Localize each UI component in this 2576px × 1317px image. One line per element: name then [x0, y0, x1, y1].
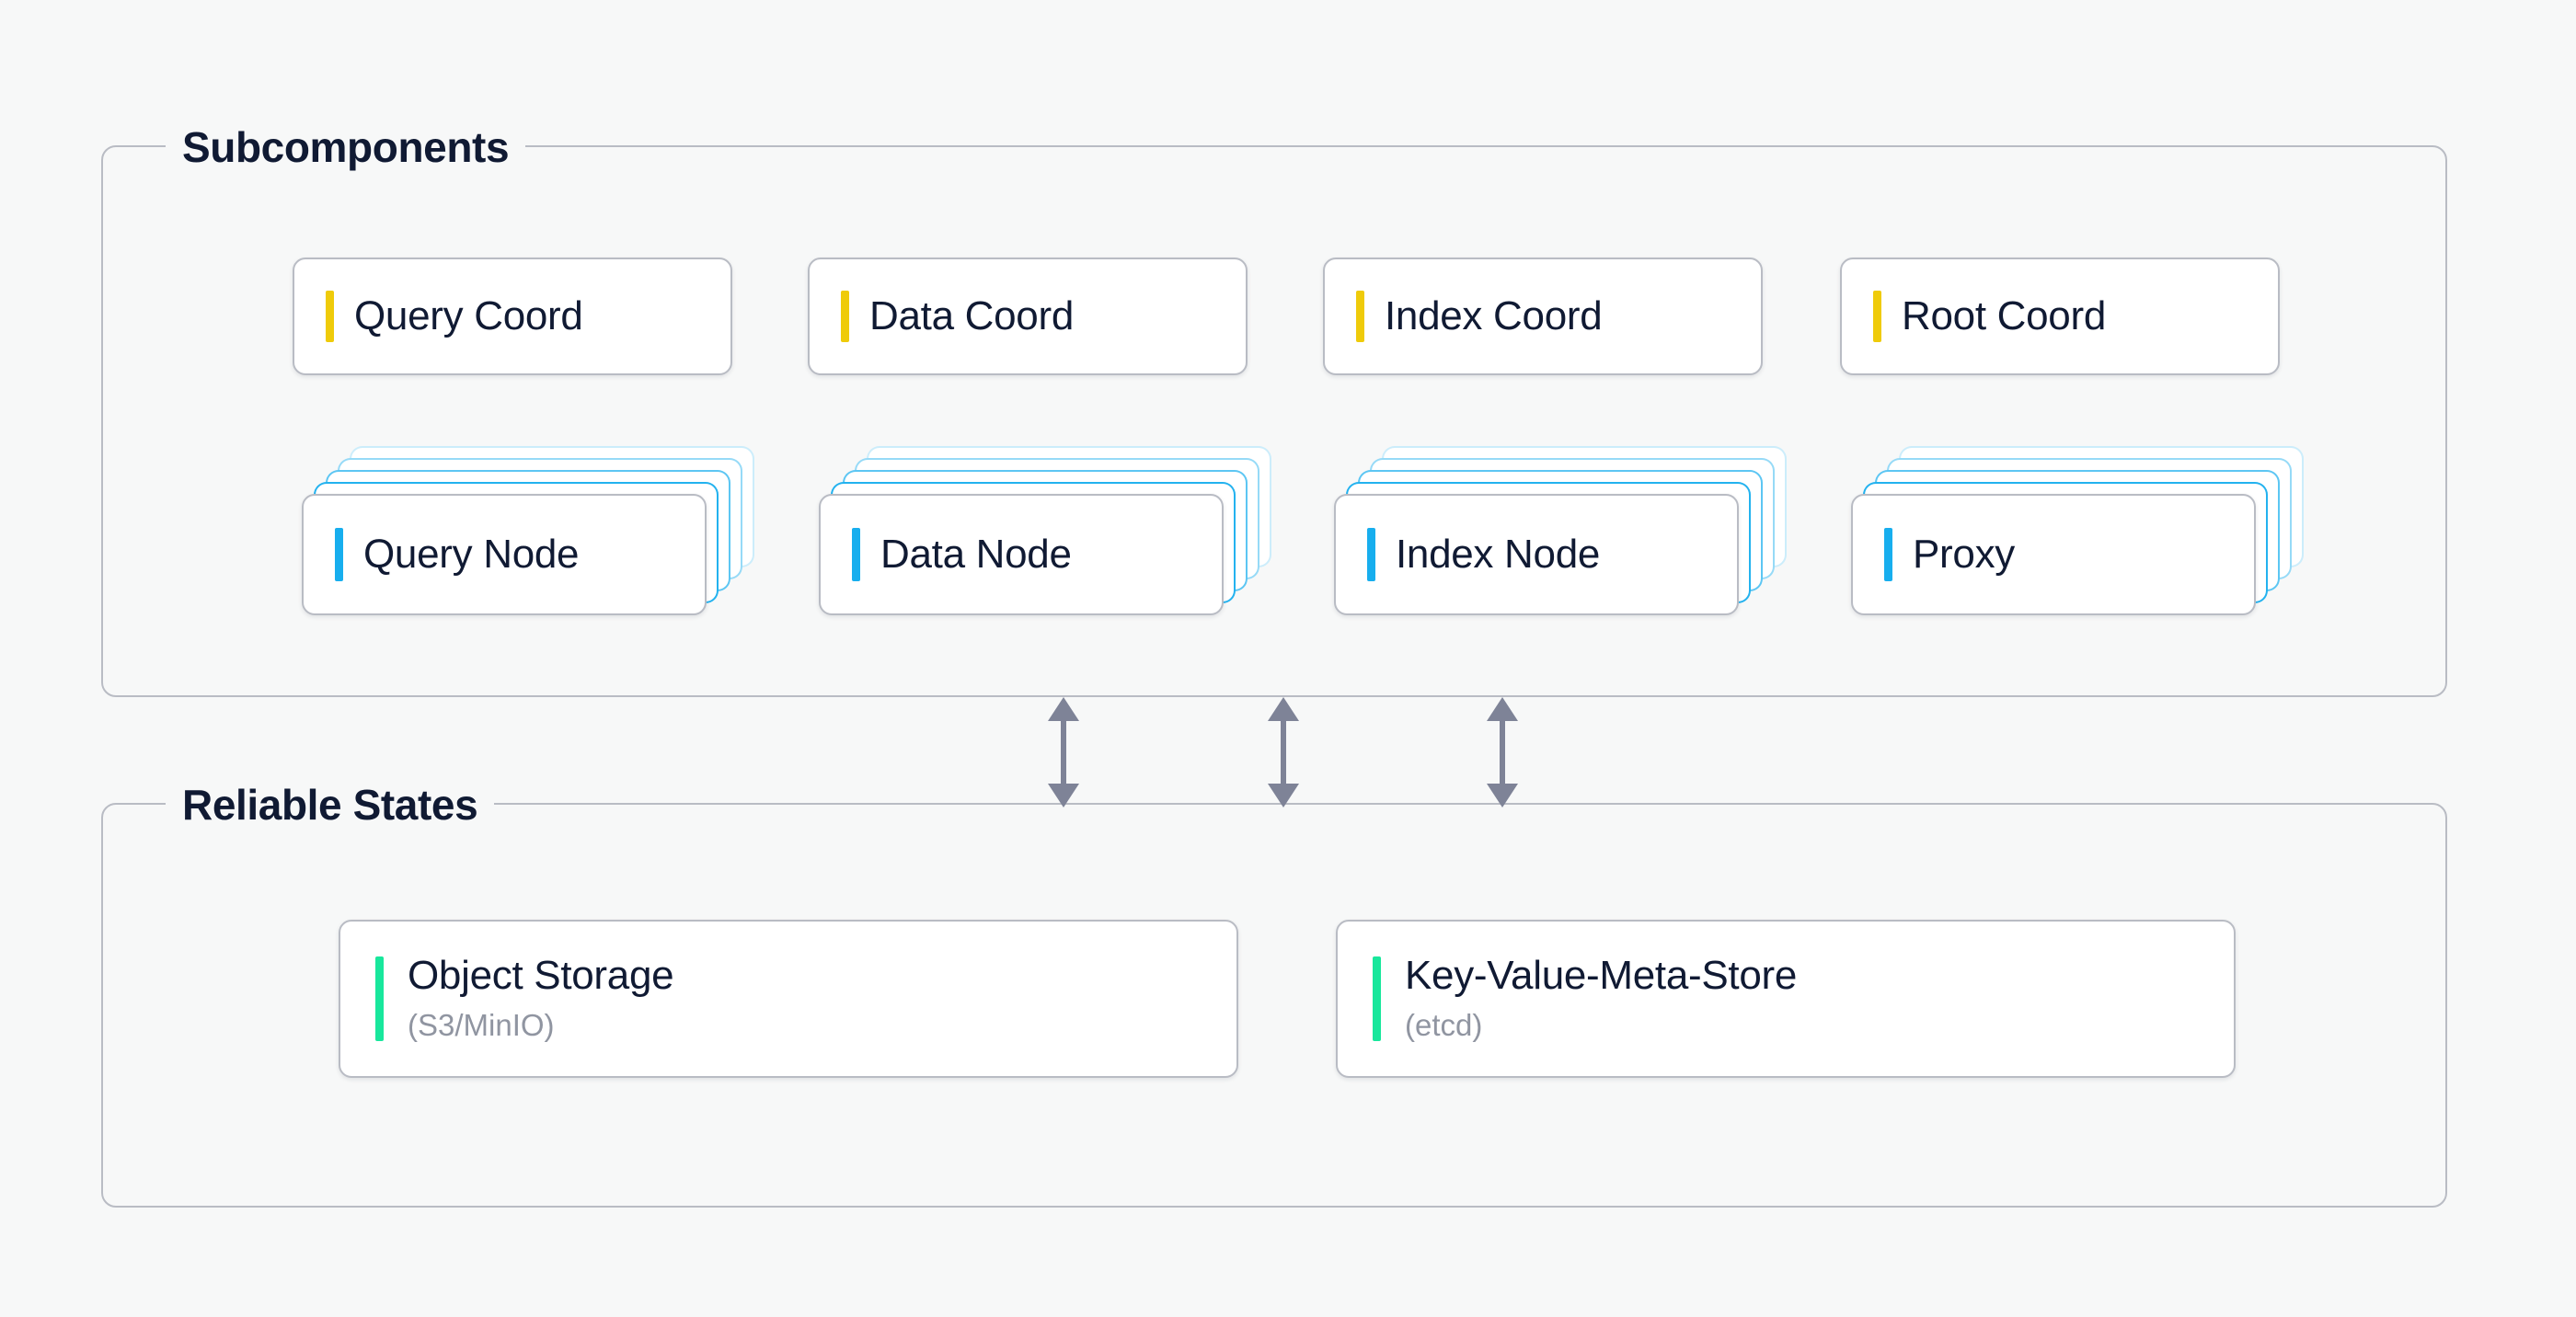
arrow-head-up-icon — [1487, 697, 1518, 721]
accent-bar-coordinator — [1873, 291, 1881, 342]
card-text: Data Coord — [869, 294, 1074, 338]
card-title: Index Node — [1396, 532, 1601, 578]
card-root-coord[interactable]: Root Coord — [1840, 258, 2280, 375]
card-text: Object Storage (S3/MinIO) — [408, 953, 674, 1044]
accent-bar-coordinator — [1356, 291, 1364, 342]
accent-bar-node — [1884, 528, 1892, 581]
arrow-head-down-icon — [1048, 784, 1079, 807]
accent-bar-node — [852, 528, 860, 581]
arrow-head-up-icon — [1048, 697, 1079, 721]
card-key-value-meta-store[interactable]: Key-Value-Meta-Store (etcd) — [1336, 920, 2236, 1078]
accent-bar-storage — [1373, 956, 1381, 1041]
card-index-coord[interactable]: Index Coord — [1323, 258, 1763, 375]
arrow-head-down-icon — [1268, 784, 1299, 807]
card-title: Proxy — [1913, 532, 2015, 578]
card-text: Query Node — [363, 532, 580, 578]
card-text: Root Coord — [1902, 294, 2106, 338]
card-subtitle: (S3/MinIO) — [408, 1007, 555, 1042]
card-title: Object Storage — [408, 953, 674, 999]
card-data-node[interactable]: Data Node — [819, 494, 1224, 615]
card-data-coord[interactable]: Data Coord — [808, 258, 1248, 375]
accent-bar-coordinator — [841, 291, 849, 342]
card-text: Proxy — [1913, 533, 2015, 577]
card-text: Key-Value-Meta-Store (etcd) — [1405, 954, 1797, 1044]
card-title: Data Coord — [869, 293, 1075, 339]
connector-arrow-1 — [1048, 697, 1079, 807]
card-text: Query Coord — [354, 294, 583, 338]
card-text: Data Node — [880, 533, 1072, 577]
accent-bar-coordinator — [326, 291, 334, 342]
card-title: Key-Value-Meta-Store — [1405, 953, 1798, 999]
card-query-coord[interactable]: Query Coord — [293, 258, 732, 375]
arrow-shaft — [1061, 719, 1066, 785]
card-title: Query Coord — [354, 293, 583, 339]
arrow-head-down-icon — [1487, 784, 1518, 807]
card-title: Root Coord — [1902, 293, 2107, 339]
panel-subcomponents-legend: Subcomponents — [166, 120, 526, 175]
card-index-node[interactable]: Index Node — [1334, 494, 1739, 615]
card-title: Query Node — [363, 532, 580, 578]
accent-bar-node — [335, 528, 343, 581]
card-proxy[interactable]: Proxy — [1851, 494, 2256, 615]
arrow-shaft — [1500, 719, 1505, 785]
card-title: Data Node — [880, 532, 1072, 578]
card-query-node[interactable]: Query Node — [302, 494, 707, 615]
accent-bar-node — [1367, 528, 1375, 581]
arrow-shaft — [1281, 719, 1286, 785]
accent-bar-storage — [375, 956, 384, 1041]
card-text: Index Node — [1396, 533, 1600, 577]
panel-reliable-states-legend: Reliable States — [166, 777, 495, 832]
card-object-storage[interactable]: Object Storage (S3/MinIO) — [339, 920, 1238, 1078]
card-title: Index Coord — [1385, 293, 1603, 339]
card-text: Index Coord — [1385, 293, 1603, 339]
arrow-head-up-icon — [1268, 697, 1299, 721]
connector-arrow-2 — [1268, 697, 1299, 807]
connector-arrow-3 — [1487, 697, 1518, 807]
panel-subcomponents: Subcomponents — [101, 120, 2447, 697]
card-subtitle: (etcd) — [1405, 1007, 1483, 1042]
